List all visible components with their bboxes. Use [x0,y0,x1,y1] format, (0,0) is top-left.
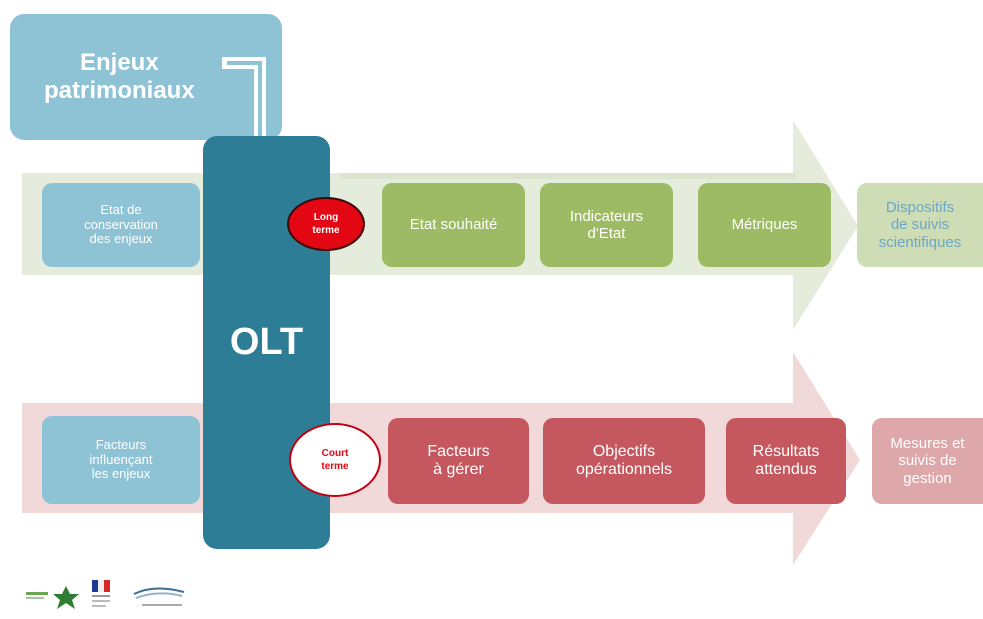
top-left-text: Etat de conservation des enjeux [84,201,158,247]
republique-francaise-logo-icon [92,580,110,607]
bottom-step-1-text: Facteurs à gérer [427,442,490,478]
short-term-text: Court terme [321,447,349,473]
top-step-3-text: Métriques [731,216,798,234]
top-step-2-text: Indicateurs d'Etat [569,207,644,242]
bottom-step-3: Résultats attendus [726,418,846,504]
bottom-step-2-text: Objectifs opérationnels [575,442,673,478]
top-step-1: Etat souhaité [382,183,525,267]
logos-graphic [26,580,185,609]
bottom-step-1: Facteurs à gérer [388,418,529,504]
france-logo-icon [26,586,79,609]
bottom-end-box: Mesures et suivis de gestion [872,418,983,504]
long-term-oval: Long terme [287,197,365,251]
top-end-text: Dispositifs de suivis scientifiques [878,199,962,251]
title-text: Enjeux patrimoniaux [44,49,195,104]
short-term-oval: Court terme [289,423,381,497]
top-step-1-text: Etat souhaité [409,216,498,234]
long-term-text: Long terme [312,211,340,237]
ministry-logo-icon [133,587,185,606]
top-band-shadow [340,173,795,179]
bottom-left-box: Facteurs influençant les enjeux [42,416,200,504]
olt-label: OLT [229,320,304,363]
top-left-box: Etat de conservation des enjeux [42,183,200,267]
top-end-box: Dispositifs de suivis scientifiques [857,183,983,267]
logos [24,578,204,614]
top-step-3: Métriques [698,183,831,267]
bottom-end-text: Mesures et suivis de gestion [890,435,965,487]
top-step-2: Indicateurs d'Etat [540,183,673,267]
bottom-step-3-text: Résultats attendus [752,442,820,478]
title-box: Enjeux patrimoniaux [10,14,282,140]
bottom-step-2: Objectifs opérationnels [543,418,705,504]
bottom-left-text: Facteurs influençant les enjeux [89,436,153,482]
